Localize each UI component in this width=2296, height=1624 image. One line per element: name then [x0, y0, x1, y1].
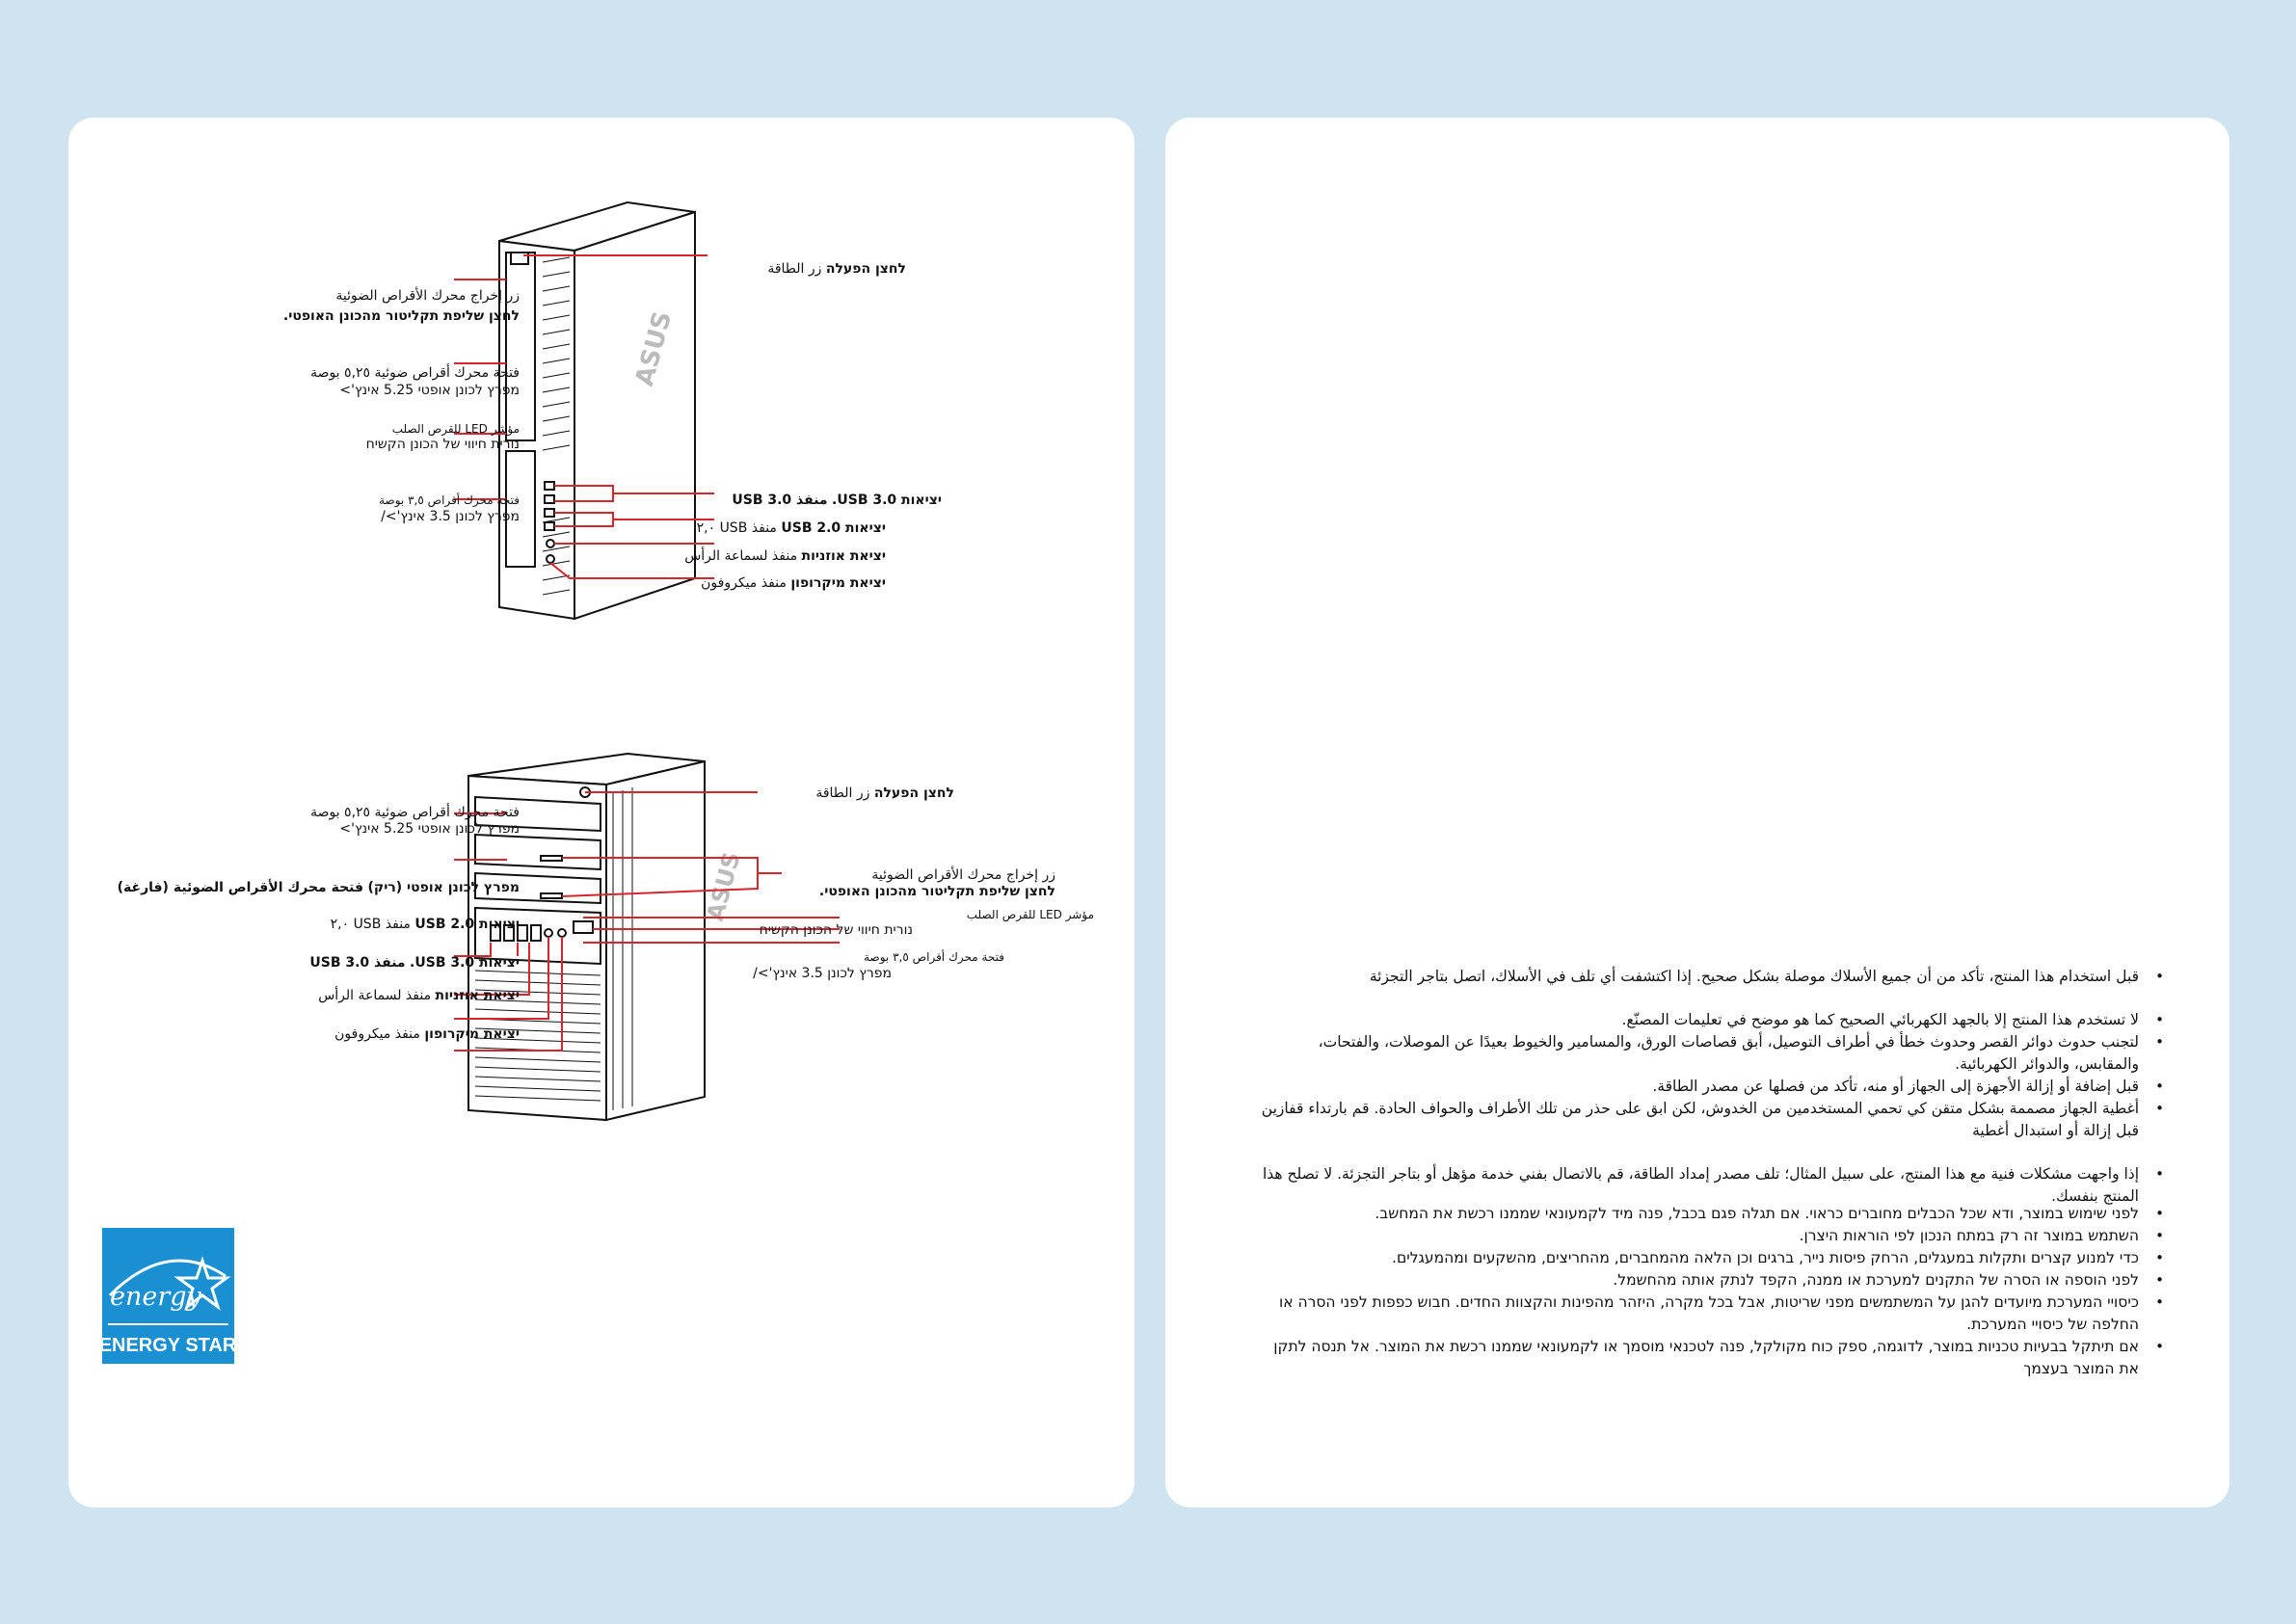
tower-usb20-label: יציאות USB 2.0 منفذ USB ٢,٠ [331, 916, 520, 934]
tower-hddled-ar: مؤشر LED للقرص الصلب [966, 908, 1094, 921]
sff-usb20-he: יציאות USB 2.0 [781, 520, 886, 536]
list-item: قبل إضافة أو إزالة الأجهزة إلى الجهاز أو… [1258, 1076, 2164, 1098]
sff-bay35-he: מפרץ לכונן 3.5 אינץ'>/ [381, 509, 520, 524]
sff-usb20-label: יציאות USB 2.0 منفذ USB ٢,٠ [697, 519, 886, 538]
sff-headphone-ar: منفذ لسماعة الرأس [684, 548, 798, 564]
list-item: قبل استخدام هذا المنتج، تأكد من أن جميع … [1258, 966, 2164, 988]
sff-power-ar: زر الطاقة [767, 261, 822, 277]
sff-bay525-he: מפרץ לכונן אופטי 5.25 אינץ'> [339, 383, 520, 398]
tower-bay525-ar: فتحة محرك أقراص ضوئية ٥,٢٥ بوصة [310, 805, 520, 820]
asus-logo: ASUS [702, 849, 746, 923]
tower-usb30-ar: منفذ USB 3.0 [309, 955, 406, 971]
tower-empty-bay-ar: فتحة محرك الأقراص الضوئية (فارغة) [117, 880, 364, 895]
sff-usb30-ar: منفذ USB 3.0 [732, 493, 828, 508]
tower-mic-ar: منفذ ميكروفون [334, 1026, 420, 1042]
sff-mic-label: יציאת מיקרופון منفذ ميكروفون [701, 574, 886, 593]
energy-star-logo: energy ENERGY STAR [102, 1228, 234, 1364]
tower-mic-he: יציאת מיקרופון [424, 1026, 520, 1042]
sff-mic-ar: منفذ ميكروفون [701, 575, 787, 591]
tower-usb20-ar: منفذ USB ٢,٠ [330, 917, 411, 932]
list-item: لتجنب حدوث دوائر القصر وحدوث خطأ في أطرا… [1258, 1031, 2164, 1076]
left-panel: ASUS [68, 118, 1135, 1507]
list-item: لا تستخدم هذا المنتج إلا بالجهد الكهربائ… [1258, 1009, 2164, 1031]
tower-pc-illustration: ASUS [467, 752, 746, 1122]
tower-usb30-label: יציאות USB 3.0. منفذ USB 3.0 [309, 954, 520, 972]
hebrew-safety-notes: לפני שימוש במוצר, ודא שכל הכבלים מחוברים… [1258, 1203, 2164, 1380]
tower-bay35-he: מפרץ לכונן 3.5 אינץ'>/ [753, 966, 892, 981]
sff-power-he: לחצן הפעלה [825, 261, 906, 277]
energy-script: energy [110, 1282, 202, 1312]
sff-headphone-label: יציאת אוזניות منفذ لسماعة الرأس [684, 547, 886, 566]
tower-headphone-label: יציאת אוזניות منفذ لسماعة الرأس [318, 987, 520, 1005]
tower-mic-label: יציאת מיקרופון منفذ ميكروفون [334, 1025, 520, 1044]
sff-bay35-ar: فتحة محرك أقراص ٣,٥ بوصة [379, 493, 520, 507]
tower-eject-he: לחצן שליפת תקליטור מהכונן האופטי. [818, 884, 1055, 899]
sff-headphone-he: יציאת אוזניות [801, 548, 886, 564]
sff-pc-illustration: ASUS [498, 200, 696, 621]
sff-usb20-ar: منفذ USB ٢,٠ [696, 520, 777, 536]
tower-power-label: לחצן הפעלה زر الطاقة [815, 785, 954, 803]
sff-power-label: לחצן הפעלה زر الطاقة [767, 260, 906, 279]
list-item: לפני שימוש במוצר, ודא שכל הכבלים מחוברים… [1258, 1203, 2164, 1225]
sff-hddled-he: נורית חיווי של הכונן הקשיח [365, 437, 520, 452]
tower-power-he: לחצן הפעלה [873, 785, 954, 801]
list-item: השתמש במוצר זה רק במתח הנכון לפי הוראות … [1258, 1225, 2164, 1247]
tower-empty-bay-he: מפרץ לכונן אופטי (ריק) [367, 880, 521, 895]
sff-mic-he: יציאת מיקרופון [790, 575, 886, 591]
tower-usb20-he: יציאות USB 2.0 [414, 917, 520, 932]
tower-bay35-ar: فتحة محرك أقراص ٣,٥ بوصة [864, 950, 1004, 964]
tower-eject-ar: زر إخراج محرك الأقراص الضوئية [871, 867, 1055, 883]
tower-bay525-he: מפרץ לכונן אופטי 5.25 אינץ'> [339, 821, 520, 837]
tower-callout-lines [454, 791, 840, 1052]
list-item: أغطية الجهاز مصممة بشكل متقن كي تحمي الم… [1258, 1098, 2164, 1142]
sff-hddled-ar: مؤشر LED للقرص الصلب [391, 422, 520, 436]
energy-star-text: ENERGY STAR [102, 1335, 234, 1356]
computer-diagrams: ASUS [454, 200, 840, 1122]
sff-bay525-ar: فتحة محرك أقراص ضوئية ٥,٢٥ بوصة [310, 365, 520, 381]
arabic-safety-notes: قبل استخدام هذا المنتج، تأكد من أن جميع … [1258, 966, 2164, 1208]
list-item: אם תיתקל בבעיות טכניות במוצר, לדוגמה, ספ… [1258, 1336, 2164, 1380]
tower-headphone-he: יציאת אוזניות [435, 988, 520, 1003]
tower-headphone-ar: منفذ لسماعة الرأس [318, 988, 432, 1003]
sff-eject-he: לחצן שליפת תקליטור מהכונן האופטי. [282, 308, 520, 324]
list-item: כדי למנוע קצרים ותקלות במעגלים, הרחק פיס… [1258, 1247, 2164, 1269]
tower-usb30-he: יציאות USB 3.0. [410, 955, 520, 971]
list-item: إذا واجهت مشكلات فنية مع هذا المنتج، على… [1258, 1163, 2164, 1208]
sff-usb30-label: יציאות USB 3.0. منفذ USB 3.0 [732, 492, 942, 510]
sff-eject-ar: زر إخراج محرك الأقراص الضوئية [335, 288, 520, 304]
tower-empty-bay-label: מפרץ לכונן אופטי (ריק) فتحة محرك الأقراص… [118, 879, 520, 897]
sff-callout-lines [454, 254, 714, 579]
tower-hddled-he: נורית חיווי של הכונן הקשיח [759, 922, 913, 938]
sff-usb30-he: יציאות USB 3.0. [832, 493, 942, 508]
right-panel: قبل استخدام هذا المنتج، تأكد من أن جميع … [1165, 118, 2229, 1507]
tower-power-ar: زر الطاقة [815, 785, 870, 801]
list-item: לפני הוספה או הסרה של התקנים למערכת או מ… [1258, 1269, 2164, 1291]
list-item: כיסויי המערכת מיועדים להגן על המשתמשים מ… [1258, 1291, 2164, 1336]
